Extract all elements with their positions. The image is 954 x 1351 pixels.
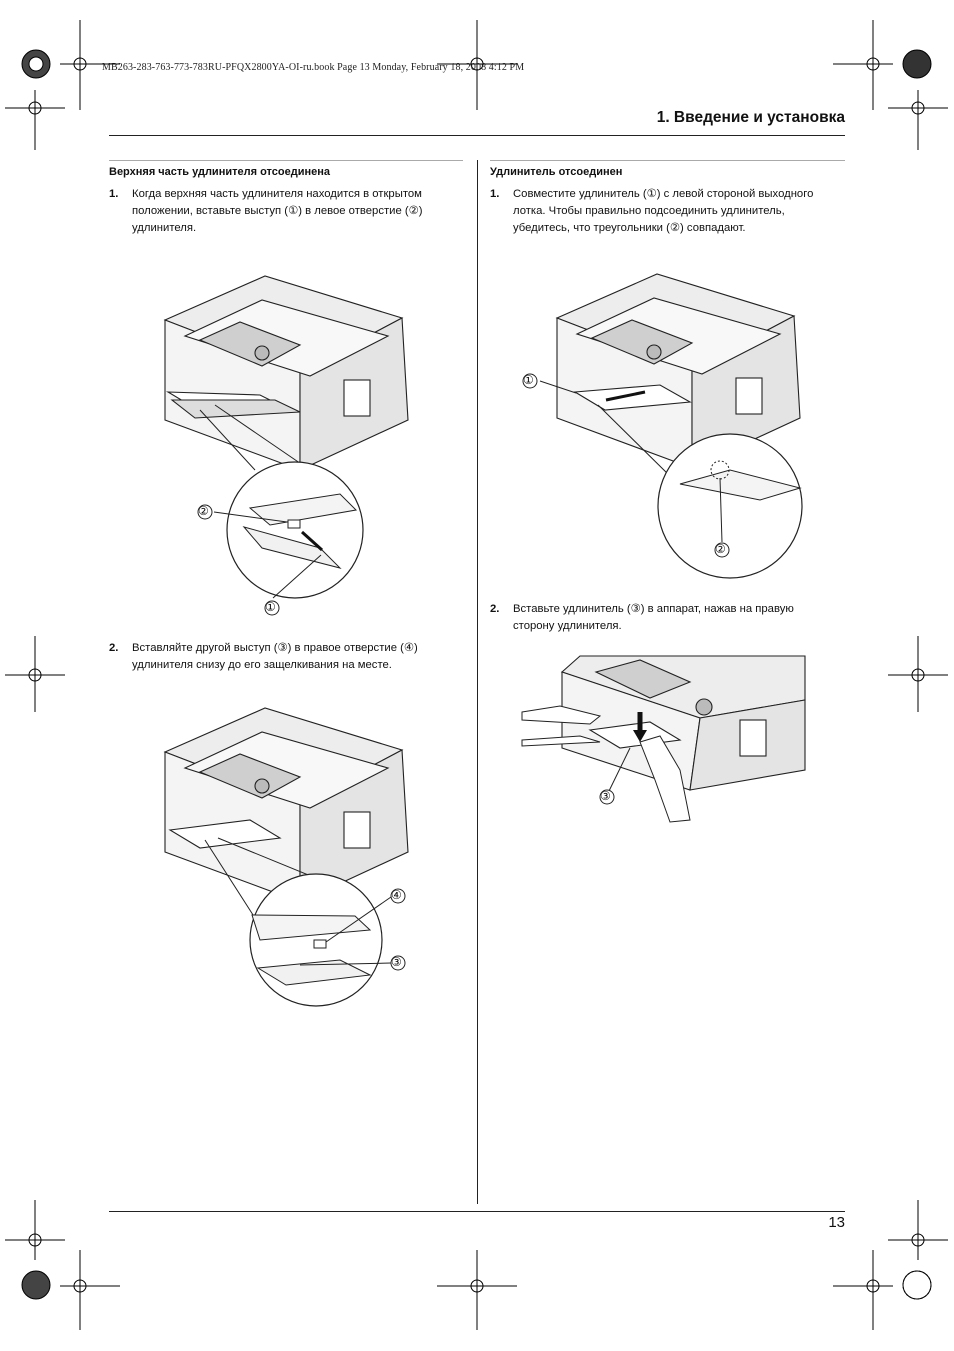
left-step-1: 1. Когда верхняя часть удлинителя находи…	[109, 186, 459, 238]
fig2-callout-3: ③	[391, 955, 402, 969]
right-step-1: 1. Совместите удлинитель (①) с левой сто…	[490, 186, 846, 238]
step-line: удлинителя снизу до его защелкивания на …	[132, 659, 392, 671]
right-step-2: 2. Вставьте удлинитель (③) в аппарат, на…	[490, 601, 846, 637]
left-step-2: 2. Вставляйте другой выступ (③) в правое…	[109, 640, 459, 676]
step-line: сторону удлинителя.	[513, 620, 622, 632]
fig1-callouts	[197, 504, 280, 616]
header-rule	[109, 135, 845, 136]
step-line: удлинителя.	[132, 222, 197, 234]
page-number: 13	[828, 1214, 845, 1231]
chapter-title: 1. Введение и установка	[656, 109, 845, 126]
step-line: Совместите удлинитель (①) с левой сторон…	[513, 188, 814, 200]
right-section-title: Удлинитель отсоединен	[490, 166, 623, 178]
fig1-callout-1: ①	[265, 600, 276, 614]
left-section-rule	[109, 160, 463, 161]
step-number: 2.	[490, 603, 500, 615]
step-number: 2.	[109, 642, 119, 654]
file-slug: MB263-283-763-773-783RU-PFQX2800YA-OI-ru…	[102, 62, 525, 73]
step-line: Вставляйте другой выступ (③) в правое от…	[132, 642, 418, 654]
footer-rule	[109, 1211, 845, 1212]
step-line: лотка. Чтобы правильно подсоединить удли…	[513, 205, 785, 217]
step-line: Когда верхняя часть удлинителя находится…	[132, 188, 422, 200]
fig4-callout-3: ③	[600, 789, 611, 803]
column-divider	[477, 160, 478, 1204]
step-line: положении, вставьте выступ (①) в левое о…	[132, 205, 423, 217]
step-line: убедитесь, что треугольники (②) совпадаю…	[513, 222, 746, 234]
left-section-title: Верхняя часть удлинителя отсоединена	[109, 166, 330, 178]
fig2-callout-4: ④	[391, 888, 402, 902]
fig3-callout-1: ①	[523, 373, 534, 387]
fig1-callout-2: ②	[198, 504, 209, 518]
step-number: 1.	[109, 188, 119, 200]
fig3-callout-2: ②	[715, 542, 726, 556]
right-section-rule	[490, 160, 845, 161]
step-line: Вставьте удлинитель (③) в аппарат, нажав…	[513, 603, 794, 615]
step-number: 1.	[490, 188, 500, 200]
